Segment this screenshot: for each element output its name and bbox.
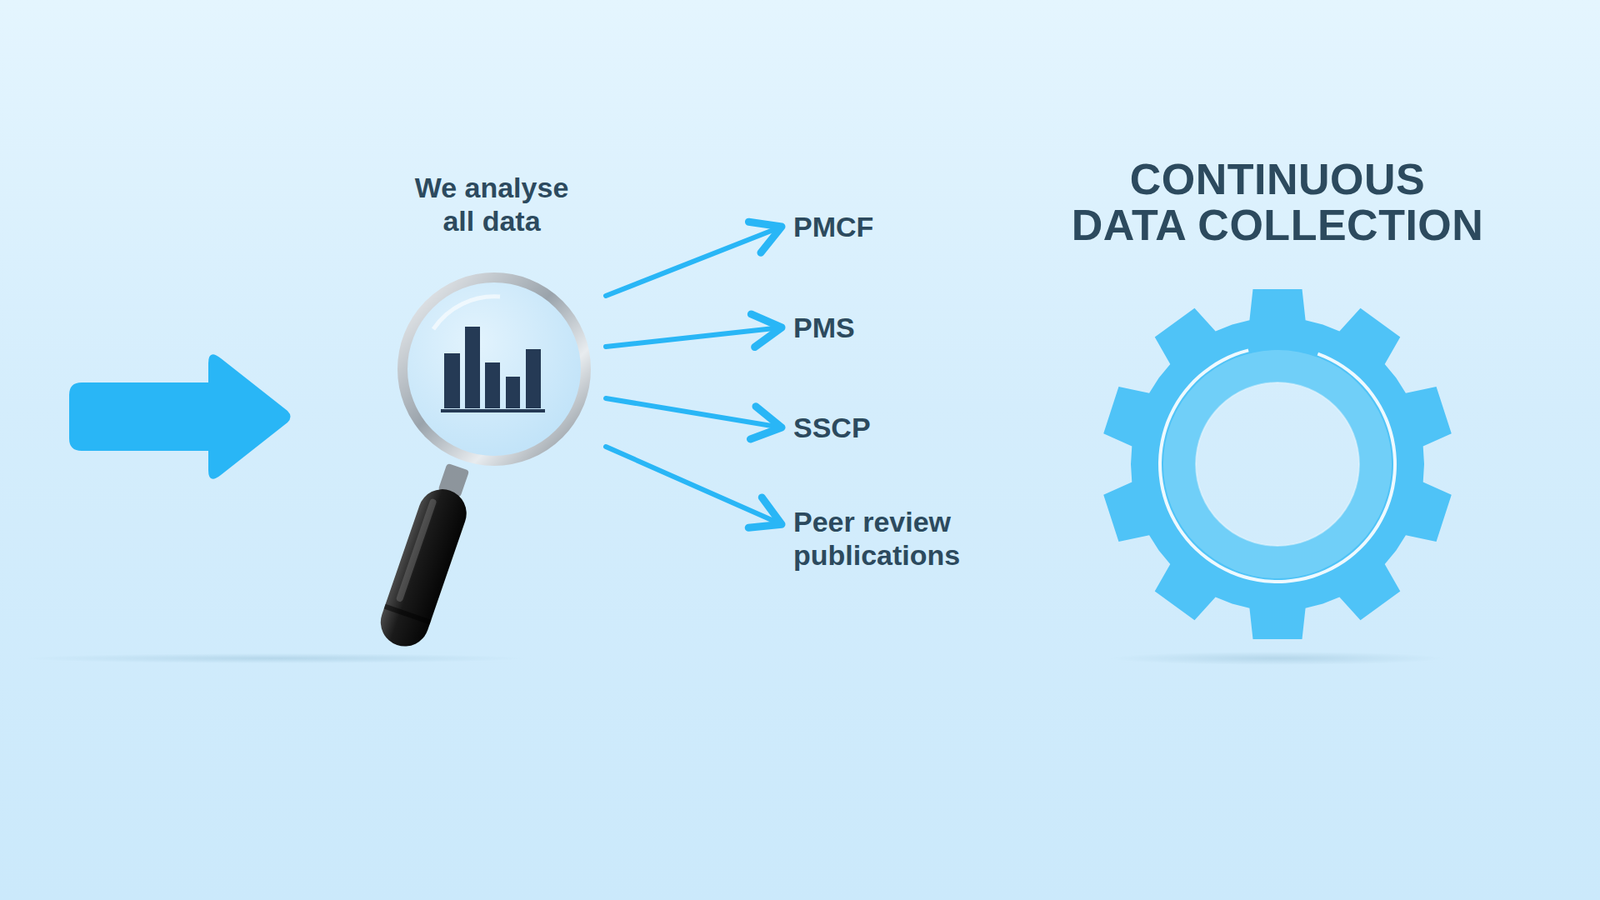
gear-hole-edge [1195,382,1360,546]
lens-glare [433,296,500,330]
input-arrow [69,354,291,480]
output-label-node: Peer review publications [790,503,974,574]
analysis-heading: We analyse all data [402,170,582,238]
flow-arrow [605,221,782,296]
ground-shadow [1110,651,1445,665]
arrow-head [748,497,782,528]
arrow-head [750,314,782,348]
arrow-shaft [605,398,782,428]
magnifier-handle [374,459,481,654]
output-label-node: PMCF [790,208,877,245]
flow-arrow [605,398,782,440]
arrow-shaft [605,226,782,296]
gear-inner-ring [1179,365,1376,563]
gear-highlight-ring [1158,348,1397,584]
arrow-head [748,221,782,253]
output-label: SSCP [793,410,871,445]
section-heading: CONTINUOUS DATA COLLECTION [1060,156,1495,248]
output-label: PMS [793,310,855,345]
flow-arrow [605,446,782,528]
arrow-head [750,406,782,440]
bar-chart-icon [440,326,545,413]
magnifier-lens [402,277,586,461]
gear-body [1103,289,1452,640]
ground-shadow [25,653,525,664]
output-label: PMCF [793,210,874,244]
gear-node: CONTINUOUS DATA COLLECTION [1060,156,1495,650]
magnifier-rim [402,277,586,461]
output-label-node: SSCP [790,409,875,446]
output-label: Peer review publications [793,505,970,572]
flow-arrow [605,314,782,348]
analysis-node: We analyse all data [387,170,596,471]
output-label-node: PMS [790,309,859,346]
arrow-shaft [605,446,782,525]
